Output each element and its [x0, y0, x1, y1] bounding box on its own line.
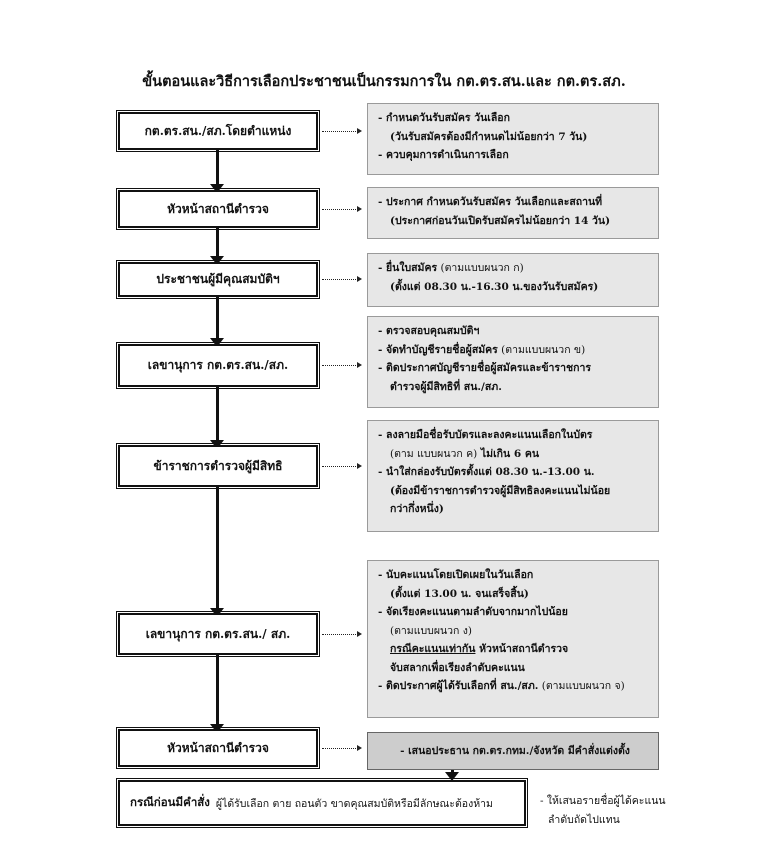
final-case-text: ผู้ได้รับเลือก ตาย ถอนตัว ขาดคุณสมบัติหร…	[215, 797, 493, 810]
flow-arrowhead	[210, 338, 224, 347]
note-text: - ติดประกาศผู้ได้รับเลือกที่ สน./สภ.	[378, 680, 539, 692]
tie-case-label: กรณีคะแนนเท่ากัน	[390, 643, 476, 655]
note-line: กว่ากึ่งหนึ่ง)	[390, 503, 444, 515]
note-appointment: - เสนอประธาน กต.ตร.กทม./จังหวัด มีคำสั่ง…	[367, 732, 659, 770]
note-line: - นำใส่กล่องรับบัตรตั้งแต่ 08.30 น.-13.0…	[378, 466, 595, 478]
note-line: - กำหนดวันรับสมัคร วันเลือก	[378, 112, 510, 124]
annex-ref: (ตามแบบผนวก จ)	[538, 680, 625, 692]
flow-connector	[216, 487, 219, 611]
note-verification: - ตรวจสอบคุณสมบัติฯ - จัดทำบัญชีรายชื่อผ…	[367, 316, 659, 408]
flow-connector	[216, 297, 219, 341]
dotted-arrow	[322, 462, 362, 469]
side-note-line: ลำดับถัดไปแทน	[548, 814, 620, 826]
note-text: - ยื่นใบสมัคร	[378, 262, 438, 274]
final-case-label: กรณีก่อนมีคำสั่ง	[130, 795, 210, 809]
note-line: (ตามแบบผนวก ง)	[390, 624, 472, 637]
note-line: (ตาม แบบผนวก ค) ไม่เกิน 6 คน	[378, 445, 652, 464]
step-committee: กต.ตร.สน./สภ.โดยตำแหน่ง	[116, 110, 320, 152]
note-line: - จัดเรียงคะแนนตามลำดับจากมากไปน้อย	[378, 606, 568, 618]
note-line: (ต้องมีข้าราชการตำรวจผู้มีสิทธิลงคะแนนไม…	[390, 484, 611, 497]
dotted-arrow	[322, 744, 362, 751]
flow-arrowhead	[210, 440, 224, 449]
page-title: ขั้นตอนและวิธีการเลือกประชาชนเป็นกรรมการ…	[142, 73, 626, 90]
note-counting: - นับคะแนนโดยเปิดเผยในวันเลือก (ตั้งแต่ …	[367, 560, 659, 718]
note-line: กรณีคะแนนเท่ากัน หัวหน้าสถานีตำรวจ	[378, 640, 652, 659]
note-line: - ติดประกาศบัญชีรายชื่อผู้สมัครและข้าราช…	[378, 362, 591, 374]
note-line: - ควบคุมการดำเนินการเลือก	[378, 149, 509, 161]
note-line: - นับคะแนนโดยเปิดเผยในวันเลือก	[378, 569, 534, 581]
note-text: หัวหน้าสถานีตำรวจ	[475, 643, 569, 655]
dotted-arrow	[322, 275, 362, 282]
step-station-chief-final: หัวหน้าสถานีตำรวจ	[116, 727, 320, 769]
annex-ref: (ตาม แบบผนวก ค)	[390, 447, 478, 460]
note-application: - ยื่นใบสมัคร (ตามแบบผนวก ก) (ตั้งแต่ 08…	[367, 253, 659, 307]
annex-ref: (ตามแบบผนวก ก)	[437, 262, 524, 274]
note-line: - ติดประกาศผู้ได้รับเลือกที่ สน./สภ. (ตา…	[378, 677, 652, 696]
note-line: - จัดทำบัญชีรายชื่อผู้สมัคร (ตามแบบผนวก …	[378, 341, 652, 360]
flow-connector	[216, 655, 219, 727]
step-qualified-citizens: ประชาชนผู้มีคุณสมบัติฯ	[116, 260, 320, 299]
note-line: - ตรวจสอบคุณสมบัติฯ	[378, 325, 480, 337]
annex-ref: (ตามแบบผนวก ข)	[497, 343, 586, 356]
final-case-box: กรณีก่อนมีคำสั่ง ผู้ได้รับเลือก ตาย ถอนต…	[116, 778, 528, 828]
note-line: จับสลากเพื่อเรียงลำดับคะแนน	[390, 661, 525, 674]
side-note: - ให้เสนอรายชื่อผู้ได้คะแนน ลำดับถัดไปแท…	[540, 792, 690, 830]
note-line: - ยื่นใบสมัคร (ตามแบบผนวก ก)	[378, 259, 652, 278]
note-line: (ประกาศก่อนวันเปิดรับสมัครไม่น้อยกว่า 14…	[390, 214, 611, 227]
note-announcement: - ประกาศ กำหนดวันรับสมัคร วันเลือกและสถา…	[367, 187, 659, 239]
note-voting: - ลงลายมือชื่อรับบัตรและลงคะแนนเลือกในบั…	[367, 420, 659, 532]
dotted-arrow	[322, 205, 362, 212]
step-secretary: เลขานุการ กต.ตร.สน./สภ.	[116, 342, 320, 389]
dotted-arrow	[322, 361, 362, 368]
side-note-line: - ให้เสนอรายชื่อผู้ได้คะแนน	[540, 795, 666, 807]
flow-connector	[216, 150, 219, 186]
flow-arrowhead	[445, 772, 459, 781]
flow-arrowhead	[210, 256, 224, 265]
note-line: - ลงลายมือชื่อรับบัตรและลงคะแนนเลือกในบั…	[378, 429, 593, 441]
flow-connector	[216, 228, 219, 260]
note-line: - ประกาศ กำหนดวันรับสมัคร วันเลือกและสถา…	[378, 196, 603, 208]
flow-arrowhead	[210, 608, 224, 617]
note-line: ตำรวจผู้มีสิทธิที่ สน./สภ.	[390, 380, 502, 393]
step-eligible-police: ข้าราชการตำรวจผู้มีสิทธิ	[116, 443, 320, 489]
flow-arrowhead	[210, 724, 224, 733]
flow-arrowhead	[210, 184, 224, 193]
note-text: ไม่เกิน 6 คน	[477, 447, 540, 460]
note-line: (ตั้งแต่ 13.00 น. จนเสร็จสิ้น)	[390, 587, 529, 600]
dotted-arrow	[322, 127, 362, 134]
note-line: (ตั้งแต่ 08.30 น.-16.30 น.ของวันรับสมัคร…	[390, 280, 599, 293]
flow-connector	[216, 387, 219, 443]
note-schedule: - กำหนดวันรับสมัคร วันเลือก (วันรับสมัคร…	[367, 103, 659, 175]
note-line: (วันรับสมัครต้องมีกำหนดไม่น้อยกว่า 7 วัน…	[390, 130, 588, 143]
dotted-arrow	[322, 630, 362, 637]
step-station-chief: หัวหน้าสถานีตำรวจ	[116, 188, 320, 230]
note-text: - จัดทำบัญชีรายชื่อผู้สมัคร	[378, 343, 498, 356]
step-secretary-count: เลขานุการ กต.ตร.สน./ สภ.	[116, 611, 320, 657]
note-text: - เสนอประธาน กต.ตร.กทม./จังหวัด มีคำสั่ง…	[400, 745, 630, 758]
